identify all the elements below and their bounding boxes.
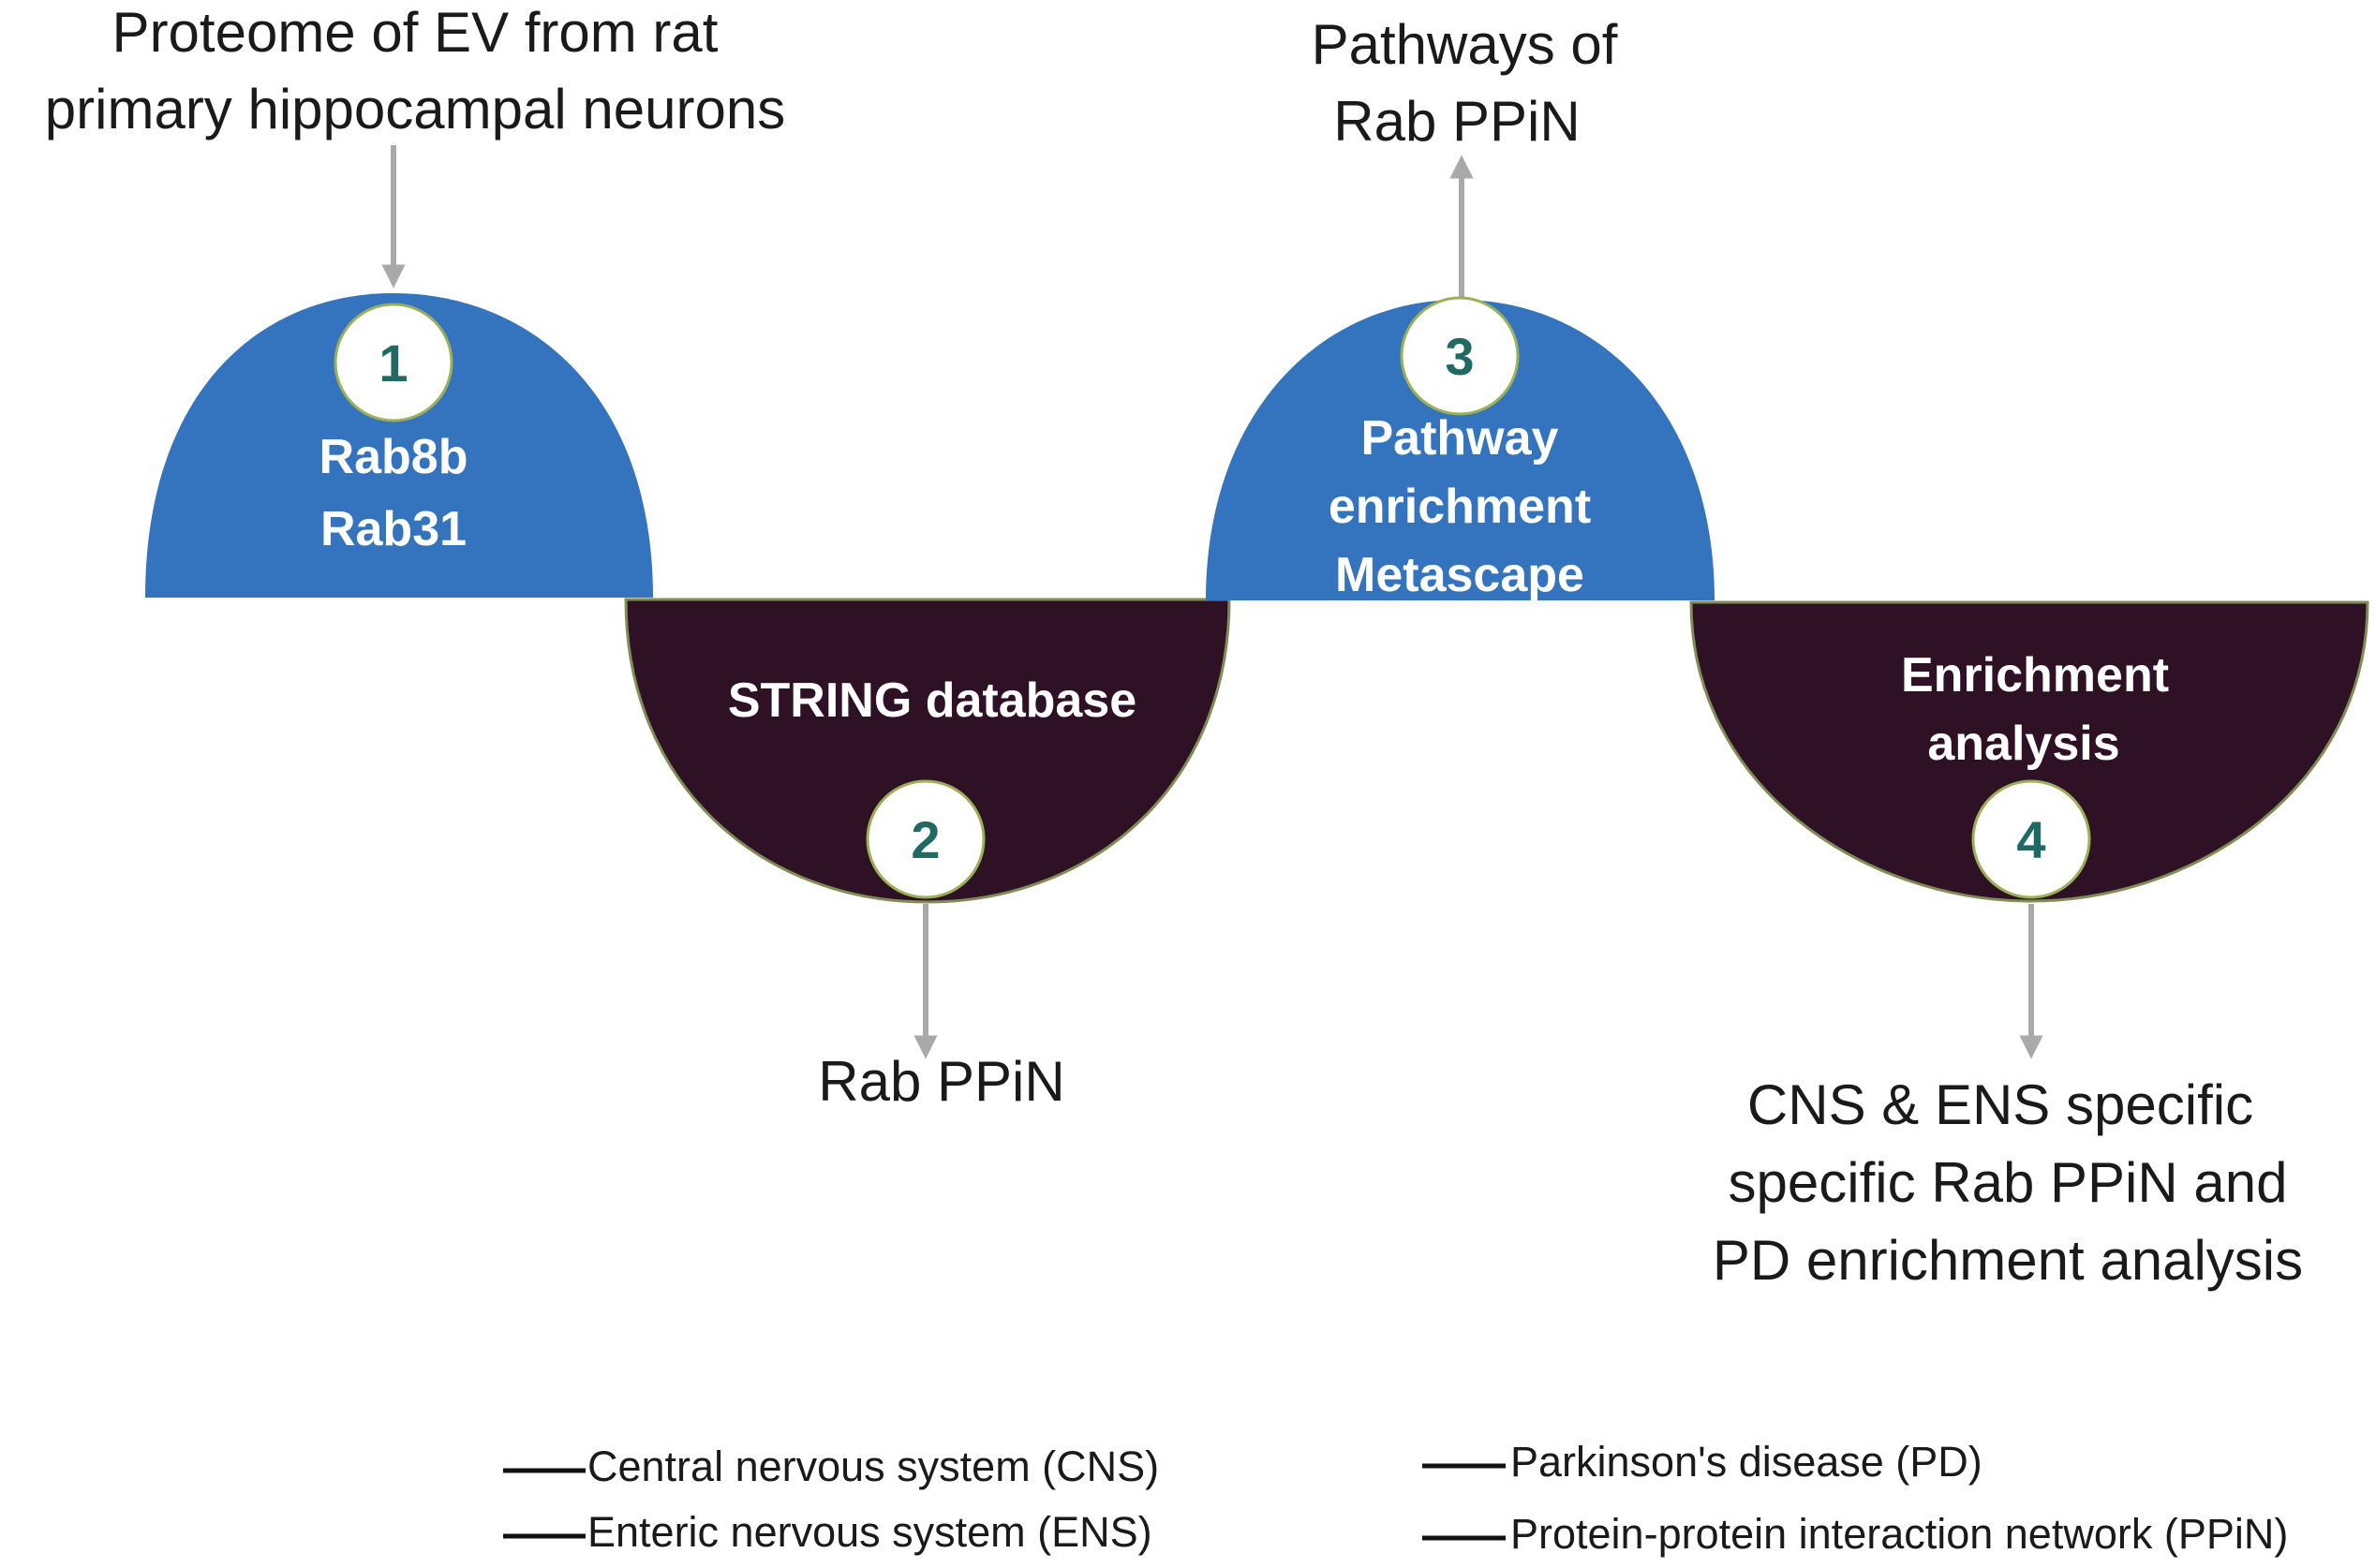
step-4-badge [1971,779,2091,899]
step-2-badge [866,779,986,899]
step-3-output-line-1: Pathways of [1312,13,1618,76]
input-note-line-2: primary hippocampal neurons [45,78,785,141]
step-2-output: Rab PPiN [818,1050,1064,1113]
step-1-badge [334,303,453,422]
legend-label: Central nervous system (CNS) [587,1442,1159,1490]
step-1-shape [145,293,653,598]
legend-item: Parkinson's disease (PD) [1422,1438,1982,1486]
step-4: Enrichment analysis 4 [1689,600,2369,903]
step-1-label-line-1: Rab8b [319,430,468,484]
step-3-output: Pathways of Rab PPiN [1312,13,1618,153]
step-1: 1 Rab8b Rab31 [145,293,653,598]
legend-label: Parkinson's disease (PD) [1510,1438,1982,1486]
step-3-label-line-2: enrichment [1329,480,1591,534]
step-2: STRING database 2 [624,598,1231,904]
step-1-label-line-2: Rab31 [320,502,467,556]
step-4-label-line-1: Enrichment [1901,648,2169,703]
step-1-number: 1 [379,333,408,392]
input-note-line-1: Proteome of EV from rat [112,1,719,64]
step-3-label-line-3: Metascape [1335,548,1584,602]
step-2-label-line-1: STRING database [728,673,1136,728]
step-4-output: CNS & ENS specific specific Rab PPiN and… [1713,1073,2303,1292]
step-4-output-line-2: specific Rab PPiN and [1729,1151,2288,1214]
step-2-number: 2 [911,810,940,869]
legend-label: Enteric nervous system (ENS) [587,1508,1152,1556]
step-4-number: 4 [2016,810,2045,869]
step-3-shape [1206,300,1715,600]
legend-label: Protein-protein interaction network (PPi… [1510,1510,2288,1558]
step-4-label-line-2: analysis [1927,717,2119,771]
step-4-output-line-1: CNS & ENS specific [1747,1073,2253,1136]
step-4-shape [1689,600,2369,903]
step-2-shape [624,598,1231,904]
legend-item: Enteric nervous system (ENS) [503,1508,1152,1556]
legend-item: Protein-protein interaction network (PPi… [1422,1510,2288,1558]
step-3-badge [1400,296,1520,416]
legend-item: Central nervous system (CNS) [503,1442,1159,1490]
step-3: 3 Pathway enrichment Metascape [1206,296,1715,602]
step-3-number: 3 [1445,327,1474,386]
step-4-output-line-3: PD enrichment analysis [1713,1229,2303,1292]
legend: Central nervous system (CNS) Enteric ner… [503,1438,2288,1558]
step-3-label-line-1: Pathway [1361,411,1559,466]
input-note: Proteome of EV from rat primary hippocam… [45,1,785,141]
step-3-output-line-2: Rab PPiN [1333,90,1580,153]
